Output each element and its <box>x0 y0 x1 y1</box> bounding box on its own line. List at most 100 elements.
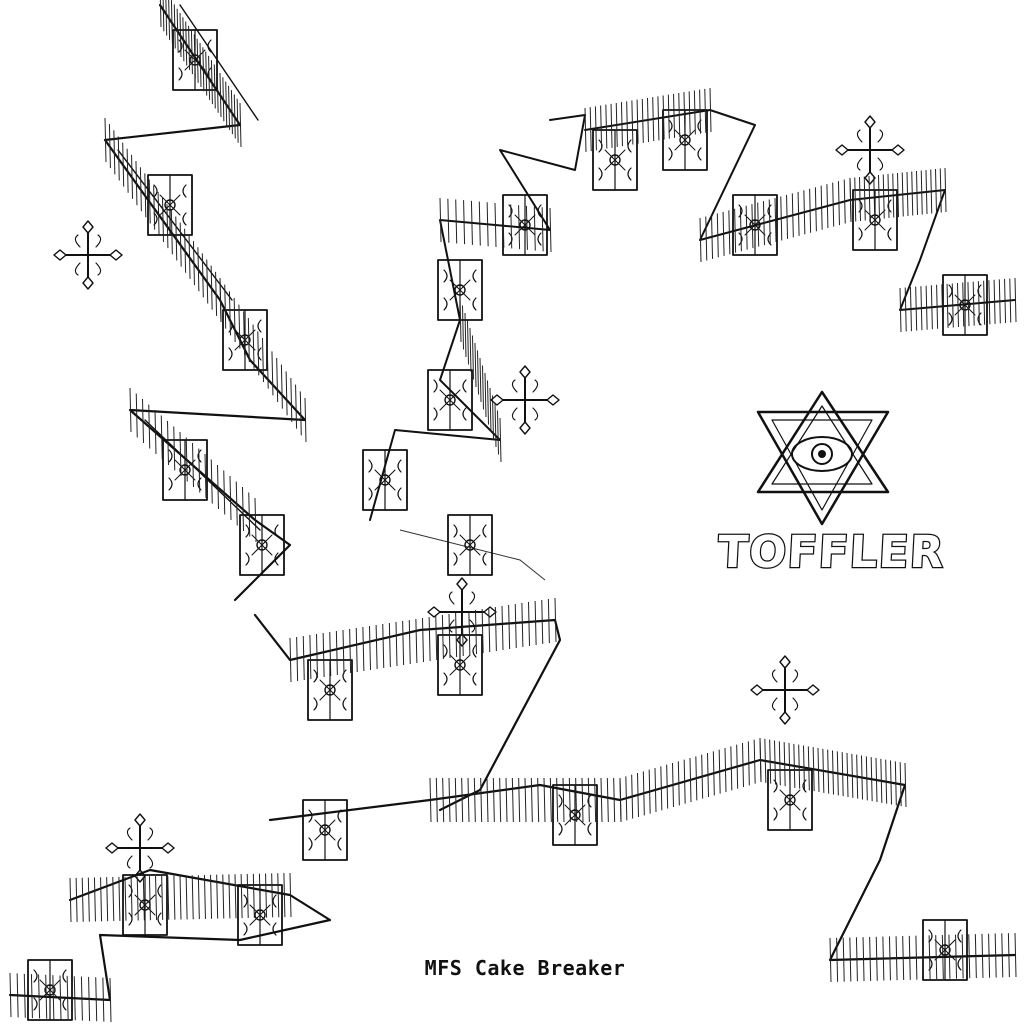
fence-picket <box>983 280 986 325</box>
fence-picket <box>228 85 231 130</box>
fence-picket <box>814 187 817 232</box>
fence-picket <box>861 755 863 800</box>
fence-picket <box>238 304 241 349</box>
fence-picket <box>556 777 559 823</box>
fence-picket <box>657 96 660 141</box>
fence-picket <box>868 175 871 221</box>
fence-picket <box>791 193 794 238</box>
fence-picket <box>709 87 712 133</box>
fence-picket <box>362 626 365 672</box>
fence-picket <box>210 874 213 919</box>
band-name: TOFFLER <box>715 526 947 580</box>
fence-picket <box>894 761 897 806</box>
fence-picket <box>219 72 222 118</box>
fence-picket <box>88 976 91 1021</box>
fence-picket <box>916 170 918 216</box>
fence-picket <box>587 777 590 823</box>
fence-picket <box>289 872 292 918</box>
fence-picket <box>95 977 98 1022</box>
fence-picket <box>223 470 226 515</box>
fence-picket <box>208 55 211 100</box>
fence-picket <box>648 769 651 814</box>
fence-picket <box>173 4 176 49</box>
fence-picket <box>780 196 783 241</box>
fence-picket <box>484 372 487 418</box>
fence-picket <box>636 99 639 144</box>
fence-picket <box>701 754 704 799</box>
fence-picket <box>252 324 255 369</box>
fence-picket <box>541 207 544 252</box>
fence-picket <box>216 874 219 919</box>
fence-picket <box>80 976 83 1021</box>
left-fence <box>53 3 307 602</box>
album-title: MFS Cake Breaker <box>424 956 626 980</box>
top-right-fence <box>584 109 1016 336</box>
fence-picket <box>705 216 708 261</box>
fence-picket <box>774 740 776 785</box>
fence-picket <box>475 609 477 655</box>
fence-picket <box>873 175 876 220</box>
fence-picket <box>285 371 288 416</box>
fence-picket <box>637 772 639 818</box>
fence-picket <box>930 285 933 330</box>
fence-picket <box>897 172 899 218</box>
fence-picket <box>349 628 352 674</box>
fence-picket <box>248 492 251 537</box>
fence-picket <box>625 776 628 821</box>
fence-picket <box>213 64 216 109</box>
fence-picket <box>157 191 160 236</box>
fence-picket <box>511 777 514 823</box>
fence-picket <box>112 877 115 922</box>
fence-picket <box>482 365 484 410</box>
fence-picket <box>832 182 835 227</box>
fence-picket <box>102 977 105 1022</box>
fence-picket <box>122 142 125 187</box>
fence-picket <box>972 281 975 326</box>
fence-picket <box>182 17 185 62</box>
fence-picket <box>673 93 676 138</box>
fence-picket <box>243 311 246 356</box>
fence-picket <box>175 216 178 261</box>
fence-picket <box>902 936 905 981</box>
fence-picket <box>216 68 219 113</box>
fence-picket <box>589 107 592 152</box>
fence-picket <box>899 762 902 807</box>
fence-picket <box>941 284 944 329</box>
fence-picket <box>836 751 839 796</box>
fence-picket <box>849 177 852 223</box>
fence-pickets <box>9 0 1017 1023</box>
fence-picket <box>277 873 280 918</box>
fence-picket <box>185 875 188 920</box>
fence-picket <box>170 210 173 255</box>
fence-picket <box>534 600 537 646</box>
fence-picket <box>863 176 866 221</box>
fence-picket <box>843 179 846 224</box>
fence-picket <box>751 204 754 249</box>
fence-picket <box>266 344 269 389</box>
fence-picket <box>885 759 888 804</box>
fence-picket <box>473 777 476 823</box>
fence-picket <box>739 207 742 252</box>
fence-picket <box>1009 278 1012 323</box>
fence-picket <box>228 874 231 919</box>
fence-picket <box>693 90 696 135</box>
fence-picket <box>851 753 854 798</box>
fence-picket <box>488 607 491 653</box>
fence-picket <box>190 30 193 75</box>
fence-picket <box>865 756 868 801</box>
fence-picket <box>191 875 194 920</box>
fence-picket <box>173 875 176 920</box>
fence-picket <box>908 935 911 980</box>
fence-picket <box>803 745 805 790</box>
fence-picket <box>641 98 644 143</box>
fence-picket <box>878 174 880 220</box>
fence-picket <box>342 629 345 675</box>
fence-picket <box>492 395 494 440</box>
fence-picket <box>955 934 958 979</box>
fence-picket <box>192 442 194 488</box>
fence-picket <box>309 634 312 680</box>
fence-picket <box>568 777 571 823</box>
fence-picket <box>271 351 274 396</box>
fence-picket <box>196 38 199 83</box>
fence-picket <box>502 203 505 248</box>
